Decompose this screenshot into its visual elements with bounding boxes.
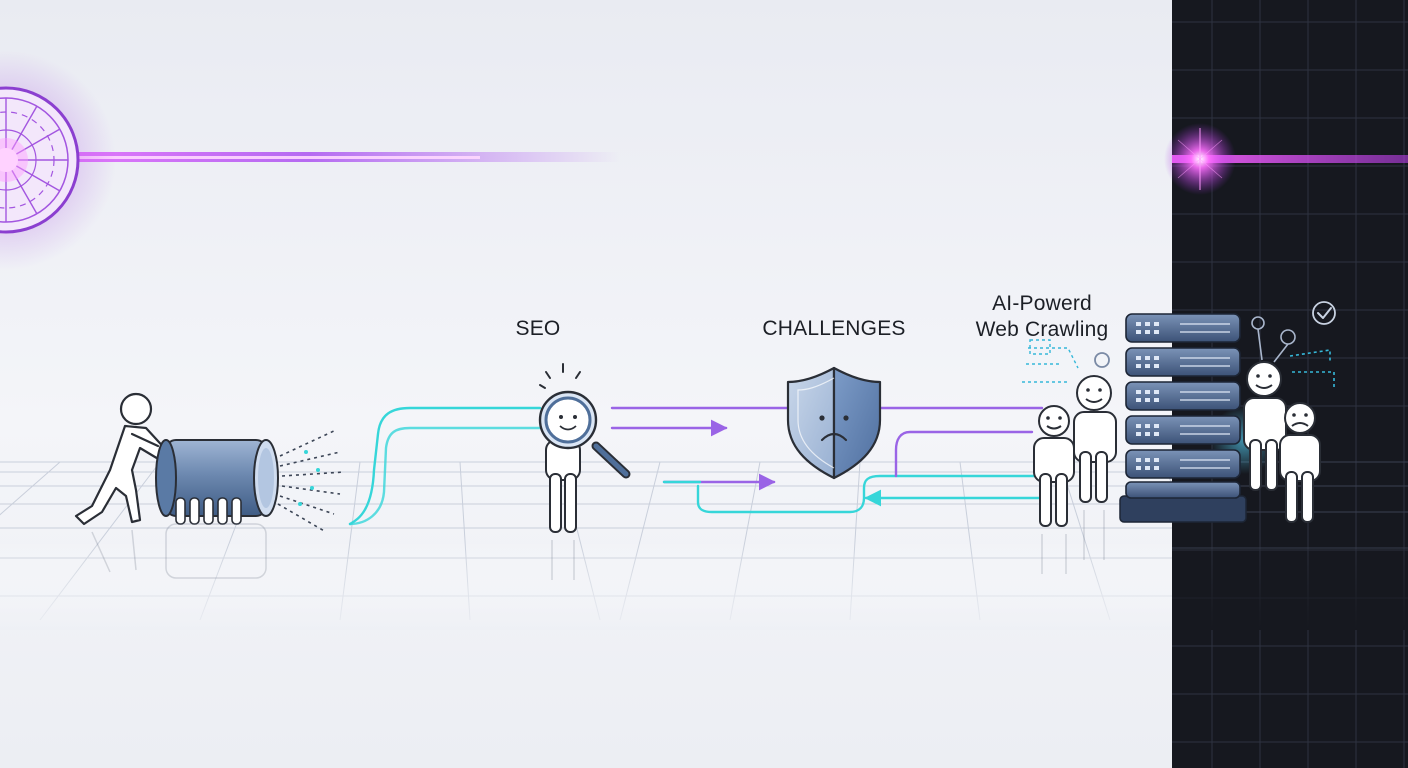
spray-dots-cyan (298, 450, 320, 506)
seo-label: SEO (515, 317, 561, 340)
checkmark-icon (1312, 301, 1336, 325)
node-circle (1094, 352, 1110, 368)
flow-lines (348, 406, 1044, 526)
network-connectors (1022, 339, 1079, 383)
barrel-icon (155, 439, 279, 525)
ai-label-line2: Web Crawling (975, 318, 1109, 341)
ai-label-line1: AI-Powerd (992, 292, 1092, 315)
magenta-flare-icon (1164, 123, 1408, 195)
magnifier-person-icon (538, 363, 631, 533)
person-happy-dark-icon (1243, 361, 1287, 491)
person-small-icon (1033, 405, 1075, 527)
radial-gear-icon (0, 50, 116, 270)
floor-reflections (91, 510, 1105, 580)
dark-floor-fade (1172, 540, 1408, 630)
challenges-label: CHALLENGES (762, 317, 906, 340)
floor-fade (0, 540, 1172, 630)
person-tall-icon (1073, 375, 1117, 503)
shield-sad-icon (786, 366, 882, 480)
beam-core (0, 156, 480, 159)
spray-lines (277, 429, 345, 533)
ai-crawling-label: AI-Powerd Web Crawling (958, 291, 1126, 343)
dark-network (1251, 316, 1335, 390)
person-sad-dark-icon (1279, 402, 1321, 523)
